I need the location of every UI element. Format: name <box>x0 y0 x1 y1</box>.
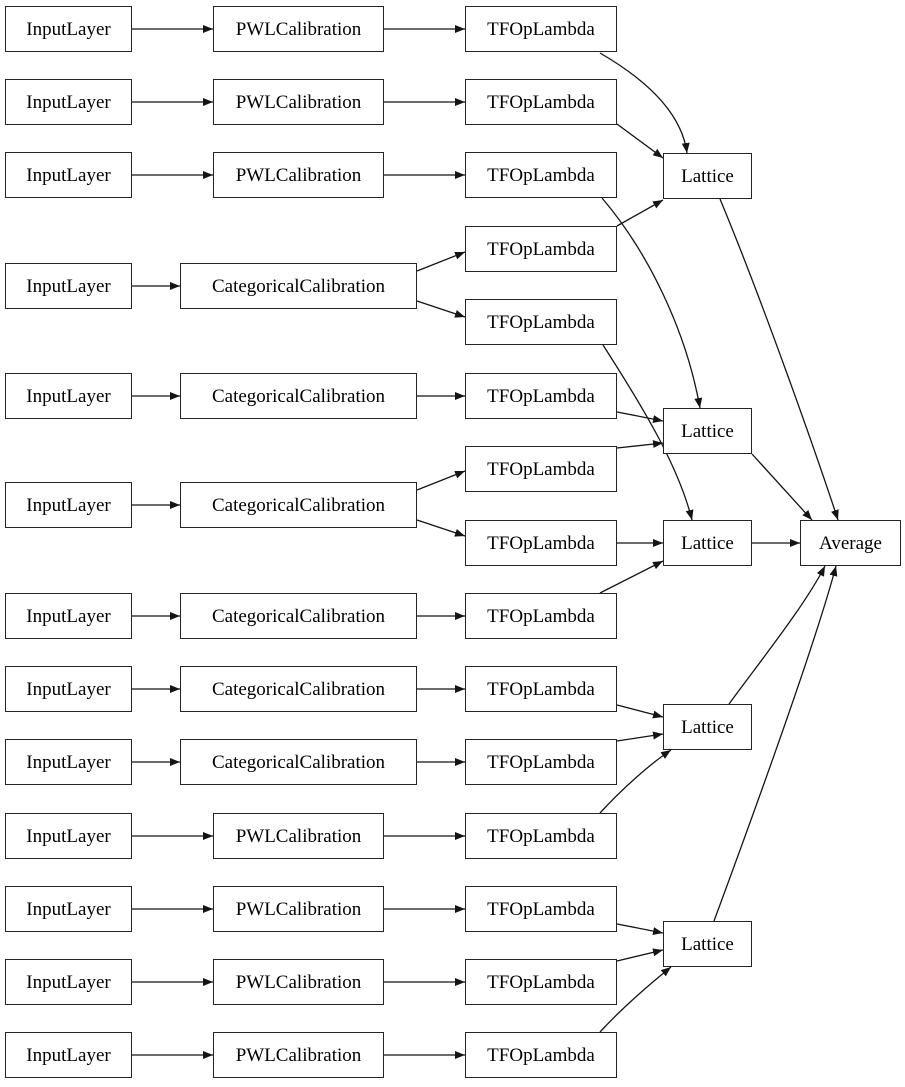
edge-tfop-7-lattice-2 <box>616 440 664 449</box>
node-pwl-calibration-3: PWLCalibration <box>213 152 384 198</box>
edge-tfop-15-lattice-5 <box>599 966 672 1033</box>
edge-tfop-10-lattice-4 <box>616 704 664 719</box>
edge-tfop-13-lattice-5 <box>616 923 664 936</box>
edge-tfop-11-lattice-4 <box>616 731 664 742</box>
node-tfop-lambda-1: TFOpLambda <box>465 6 617 52</box>
node-tfop-lambda-13: TFOpLambda <box>465 886 617 932</box>
node-input-layer-8: InputLayer <box>5 666 132 712</box>
edge-tfop-6-lattice-2 <box>616 411 664 424</box>
node-tfop-lambda-11: TFOpLambda <box>465 739 617 785</box>
node-pwl-calibration-7: PWLCalibration <box>213 1032 384 1078</box>
node-tfop-lambda-5: TFOpLambda <box>465 299 617 345</box>
node-categorical-calibration-2: CategoricalCalibration <box>180 373 417 419</box>
node-pwl-calibration-2: PWLCalibration <box>213 79 384 125</box>
node-tfop-lambda-6: TFOpLambda <box>465 373 617 419</box>
node-input-layer-11: InputLayer <box>5 886 132 932</box>
node-lattice-4: Lattice <box>663 704 752 750</box>
node-tfop-lambda-12: TFOpLambda <box>465 813 617 859</box>
edge-tfop-9-lattice-3 <box>599 560 664 594</box>
node-lattice-5: Lattice <box>663 921 752 967</box>
edge-lattice-1-average <box>719 198 839 521</box>
node-input-layer-3: InputLayer <box>5 152 132 198</box>
node-tfop-lambda-4: TFOpLambda <box>465 226 617 272</box>
node-pwl-calibration-5: PWLCalibration <box>213 886 384 932</box>
edge-tfop-3-lattice-2 <box>601 197 703 409</box>
node-lattice-1: Lattice <box>663 153 752 199</box>
node-tfop-lambda-3: TFOpLambda <box>465 152 617 198</box>
edge-tfop-12-lattice-4 <box>599 749 672 814</box>
edge-lattice-2-average <box>751 453 813 521</box>
node-input-layer-2: InputLayer <box>5 79 132 125</box>
edge-tfop-2-lattice-1 <box>616 123 664 159</box>
node-input-layer-5: InputLayer <box>5 373 132 419</box>
node-tfop-lambda-15: TFOpLambda <box>465 1032 617 1078</box>
edge-calib-6-tfop-7 <box>416 470 466 491</box>
edge-lattice-5-average <box>713 565 838 922</box>
edge-tfop-14-lattice-5 <box>616 948 664 962</box>
node-input-layer-12: InputLayer <box>5 959 132 1005</box>
node-input-layer-1: InputLayer <box>5 6 132 52</box>
edge-tfop-5-lattice-3 <box>602 344 694 521</box>
node-tfop-lambda-10: TFOpLambda <box>465 666 617 712</box>
node-input-layer-6: InputLayer <box>5 482 132 528</box>
node-average: Average <box>800 520 901 566</box>
edge-tfop-4-lattice-1 <box>616 199 664 227</box>
node-pwl-calibration-6: PWLCalibration <box>213 959 384 1005</box>
node-tfop-lambda-14: TFOpLambda <box>465 959 617 1005</box>
node-input-layer-10: InputLayer <box>5 813 132 859</box>
edge-calib-4-tfop-5 <box>416 300 466 318</box>
node-lattice-2: Lattice <box>663 408 752 454</box>
node-tfop-lambda-2: TFOpLambda <box>465 79 617 125</box>
node-pwl-calibration-4: PWLCalibration <box>213 813 384 859</box>
node-pwl-calibration-1: PWLCalibration <box>213 6 384 52</box>
node-input-layer-4: InputLayer <box>5 263 132 309</box>
node-tfop-lambda-9: TFOpLambda <box>465 593 617 639</box>
edge-calib-6-tfop-8 <box>416 519 466 537</box>
edge-lattice-4-average <box>728 565 826 705</box>
node-tfop-lambda-8: TFOpLambda <box>465 520 617 566</box>
edge-calib-4-tfop-4 <box>416 251 466 272</box>
node-input-layer-9: InputLayer <box>5 739 132 785</box>
node-categorical-calibration-1: CategoricalCalibration <box>180 263 417 309</box>
node-categorical-calibration-4: CategoricalCalibration <box>180 593 417 639</box>
node-categorical-calibration-6: CategoricalCalibration <box>180 739 417 785</box>
node-tfop-lambda-7: TFOpLambda <box>465 446 617 492</box>
node-categorical-calibration-3: CategoricalCalibration <box>180 482 417 528</box>
edge-tfop-1-lattice-1 <box>599 52 690 154</box>
node-input-layer-13: InputLayer <box>5 1032 132 1078</box>
node-lattice-3: Lattice <box>663 520 752 566</box>
node-categorical-calibration-5: CategoricalCalibration <box>180 666 417 712</box>
node-input-layer-7: InputLayer <box>5 593 132 639</box>
